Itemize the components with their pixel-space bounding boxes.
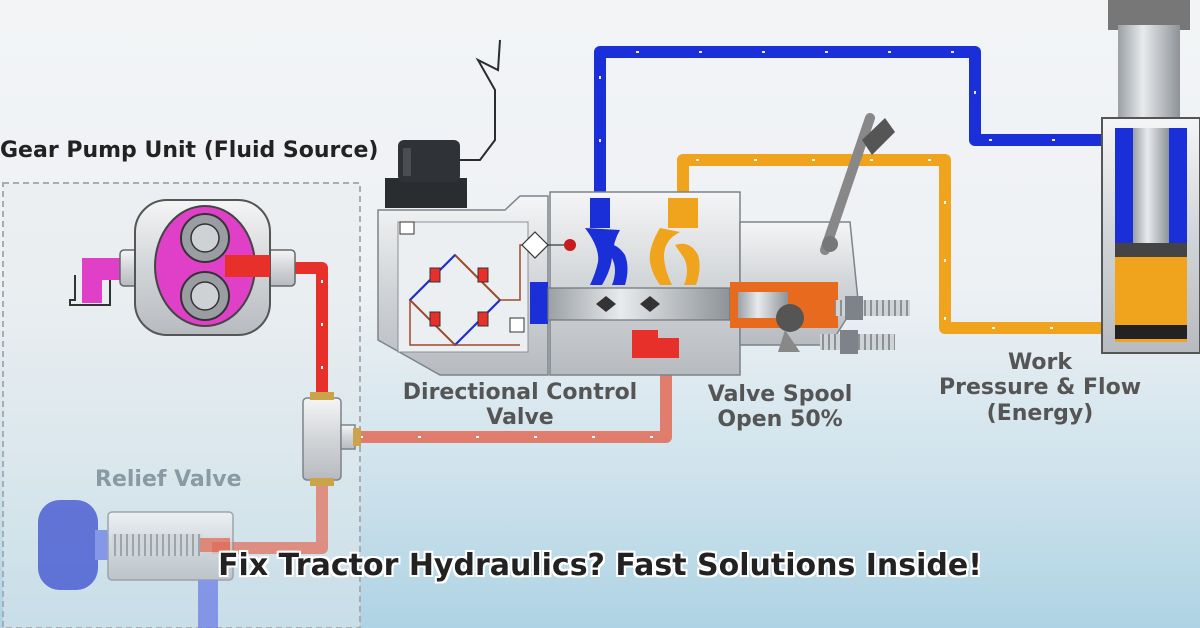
relief-valve-label: Relief Valve <box>95 467 242 492</box>
work-label-line2: Pressure & Flow <box>938 375 1142 401</box>
work-line <box>677 154 1108 334</box>
spool-label-line2: Open 50% <box>717 407 843 433</box>
relief-valve <box>38 500 234 628</box>
work-label-line3: (Energy) <box>986 400 1094 426</box>
work-cylinder <box>1101 0 1200 354</box>
adjusting-screws <box>820 296 910 354</box>
control-lever <box>776 113 895 352</box>
directional-control-valve-label: Directional Control Valve <box>395 380 645 431</box>
return-line <box>594 46 1108 205</box>
spool-label-line1: Valve Spool <box>707 382 853 407</box>
valve-spool-label: Valve Spool Open 50% <box>700 382 860 433</box>
tee-fitting <box>302 392 361 486</box>
gear-pump-label: Gear Pump Unit (Fluid Source) <box>0 138 379 163</box>
pressure-line-to-valve <box>350 350 672 443</box>
headline: Fix Tractor Hydraulics? Fast Solutions I… <box>218 548 982 583</box>
pressure-line-to-relief <box>212 480 328 554</box>
dcv-label-line1: Directional Control <box>402 380 638 405</box>
work-label-line1: Work <box>1007 350 1073 375</box>
work-label: Work Pressure & Flow (Energy) <box>930 350 1150 426</box>
valve-spool <box>530 282 838 358</box>
dcv-label-line2: Valve <box>486 405 554 431</box>
gear-pump <box>69 199 296 336</box>
valve-ports <box>585 198 700 285</box>
